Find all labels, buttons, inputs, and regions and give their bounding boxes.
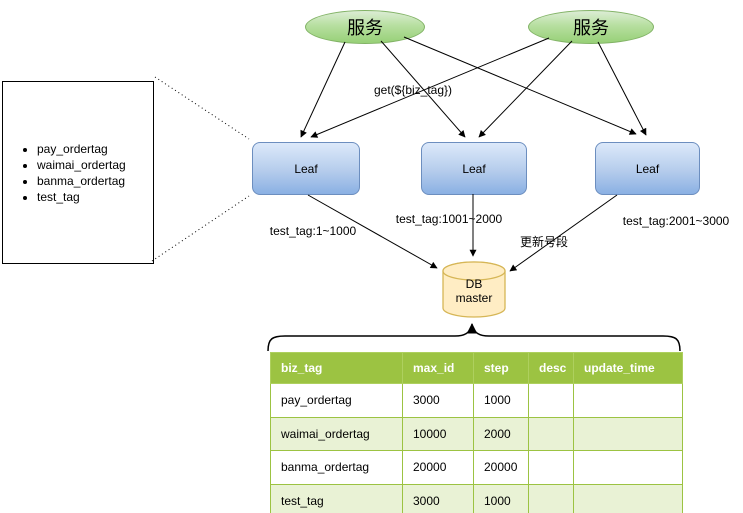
arrow-service1-leaf1 — [300, 41, 346, 138]
segment-label-2: test_tag:1001~2000 — [395, 212, 503, 226]
cell-max-id: 10000 — [402, 416, 474, 451]
col-header-desc: desc — [528, 352, 574, 384]
db-label-line2: master — [455, 291, 493, 305]
cell-max-id: 3000 — [402, 383, 474, 418]
cell-update-time — [573, 483, 683, 513]
cell-step: 1000 — [473, 483, 529, 513]
cell-biz-tag: waimai_ordertag — [270, 416, 403, 451]
biz-tag-item: pay_ordertag — [37, 141, 126, 157]
service-node-1-label: 服务 — [347, 18, 383, 38]
col-header-step: step — [473, 352, 529, 384]
cell-desc — [528, 416, 574, 451]
biz-tag-item: test_tag — [37, 189, 126, 205]
cell-update-time — [573, 450, 683, 485]
table-row: waimai_ordertag 10000 2000 — [270, 416, 683, 451]
db-label-line1: DB — [465, 277, 483, 291]
leaf-node-3-label: Leaf — [635, 161, 660, 176]
dotted-callout-top — [154, 76, 250, 140]
dotted-callout-bottom — [151, 195, 250, 262]
update-segment-label: 更新号段 — [519, 235, 568, 249]
arrow-service1-leaf3 — [403, 36, 637, 135]
arrow-service2-leaf3 — [597, 41, 647, 136]
table-row: test_tag 3000 1000 — [270, 483, 683, 513]
col-header-update-time: update_time — [573, 352, 683, 384]
arrow-service2-leaf2 — [478, 40, 573, 138]
cell-desc — [528, 383, 574, 418]
db-cylinder — [442, 261, 506, 318]
segment-label-1: test_tag:1~1000 — [269, 224, 357, 238]
biz-tag-list: pay_ordertag waimai_ordertag banma_order… — [3, 141, 126, 205]
cell-max-id: 3000 — [402, 483, 474, 513]
cell-biz-tag: banma_ordertag — [270, 450, 403, 485]
table-row: banma_ordertag 20000 20000 — [270, 450, 683, 485]
segment-label-3: test_tag:2001~3000 — [622, 214, 730, 228]
biz-tag-item: banma_ordertag — [37, 173, 126, 189]
arrow-service2-leaf1 — [310, 37, 550, 138]
cell-step: 1000 — [473, 383, 529, 418]
leaf-node-2: Leaf — [421, 142, 527, 195]
table-to-db-bracket — [267, 324, 681, 352]
arrow-service1-leaf2 — [380, 40, 466, 138]
get-biztag-label: get(${biz_tag}) — [373, 83, 453, 97]
leaf-node-3: Leaf — [595, 142, 700, 195]
col-header-max-id: max_id — [402, 352, 474, 384]
col-header-biz-tag: biz_tag — [270, 352, 403, 384]
cell-desc — [528, 483, 574, 513]
table-header-row: biz_tag max_id step desc update_time — [270, 352, 683, 384]
service-node-1: 服务 — [305, 10, 425, 44]
service-node-2-label: 服务 — [573, 18, 609, 38]
arrow-leaf3-db — [509, 194, 618, 272]
biz-tag-list-box: pay_ordertag waimai_ordertag banma_order… — [2, 81, 154, 264]
db-master-label: DB master — [443, 277, 505, 305]
segment-table: biz_tag max_id step desc update_time pay… — [270, 352, 683, 513]
leaf-node-1-label: Leaf — [294, 161, 318, 176]
leaf-node-2-label: Leaf — [462, 161, 486, 176]
cell-update-time — [573, 416, 683, 451]
biz-tag-item: waimai_ordertag — [37, 157, 126, 173]
arrow-leaf1-db — [307, 194, 438, 269]
cell-biz-tag: test_tag — [270, 483, 403, 513]
leaf-node-1: Leaf — [252, 142, 360, 195]
